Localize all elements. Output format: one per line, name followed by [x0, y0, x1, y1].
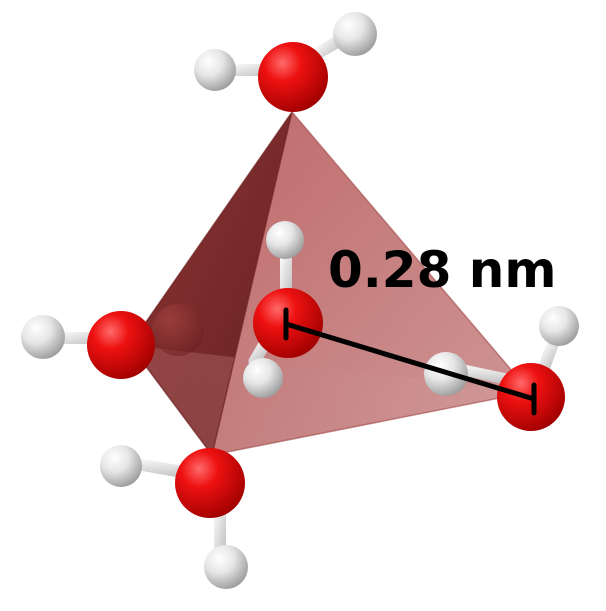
- distance-measure-line: [283, 321, 537, 402]
- top-water-molecule: [194, 12, 377, 112]
- distance-measure: [283, 307, 537, 416]
- bottom-hydrogen-atom-below: [204, 545, 248, 589]
- right-hydrogen-atom: [539, 306, 579, 346]
- distance-label: 0.28 nm: [328, 241, 556, 299]
- top-hydrogen-atom-right: [333, 12, 377, 56]
- top-oxygen-atom: [258, 42, 328, 112]
- center-hydrogen-atom-top: [266, 221, 304, 259]
- bottom-water-molecule: [100, 445, 248, 589]
- tetrahedron-bottom-face: [130, 345, 530, 455]
- top-hydrogen-atom-left: [194, 49, 236, 91]
- left-oxygen-atom: [87, 311, 155, 379]
- left-water-molecule: [21, 311, 155, 379]
- bottom-oxygen-atom: [175, 448, 245, 518]
- left-hydrogen-atom: [21, 315, 65, 359]
- back-water-molecule: [152, 304, 204, 356]
- center-hydrogen-atom-bottom: [243, 358, 283, 398]
- bottom-hydrogen-atom-left: [100, 445, 142, 487]
